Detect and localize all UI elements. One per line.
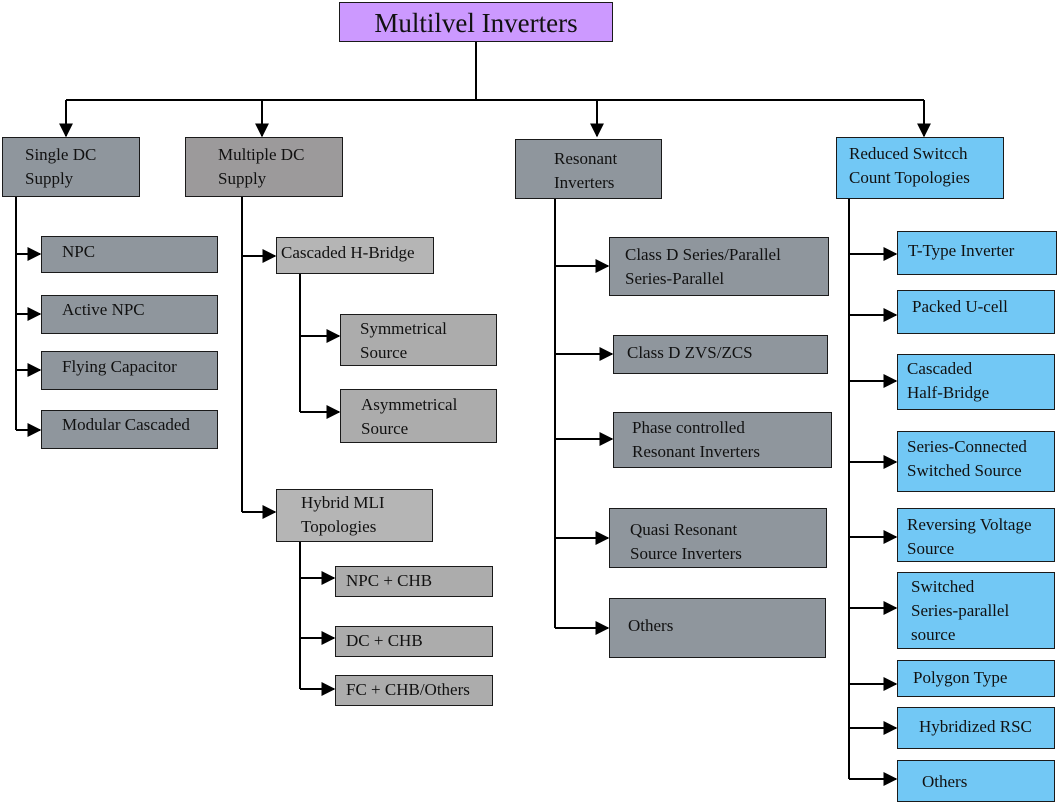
item-cascaded-half-bridge: Cascaded Half-Bridge [897, 354, 1055, 410]
title-box: Multilvel Inverters [339, 2, 613, 42]
category-single-dc-supply: Single DC Supply [2, 137, 140, 197]
item-label-line: Symmetrical [360, 319, 447, 338]
item-class-d-zvs-zcs: Class D ZVS/ZCS [613, 335, 828, 374]
item-label: FC + CHB/Others [346, 680, 470, 699]
category-resonant-inverters: Resonant Inverters [515, 139, 662, 199]
item-reversing-voltage-source: Reversing Voltage Source [897, 508, 1055, 562]
item-label-line: source [911, 625, 956, 644]
item-label-line: Hybridized RSC [919, 717, 1032, 736]
item-reduced-others: Others [897, 760, 1055, 802]
category-label-line: Resonant [554, 149, 618, 168]
category-label-line: Multiple DC [218, 145, 305, 164]
item-label-line: Reversing Voltage [907, 515, 1032, 534]
item-fc-chb-others: FC + CHB/Others [335, 675, 493, 706]
item-label-line: Series-Parallel [625, 269, 725, 288]
item-label-line: Resonant Inverters [632, 442, 760, 461]
item-label: DC + CHB [346, 631, 423, 650]
item-label: Active NPC [62, 300, 145, 319]
category-multiple-dc-supply: Multiple DC Supply [185, 137, 343, 197]
item-flying-capacitor: Flying Capacitor [41, 351, 218, 390]
item-resonant-others: Others [609, 598, 826, 658]
item-label-line: Series-parallel [911, 601, 1010, 620]
item-label-line: Packed U-cell [912, 297, 1008, 316]
item-symmetrical-source: Symmetrical Source [340, 314, 497, 366]
item-label-line: Cascaded [907, 359, 973, 378]
item-label-line: Others [628, 616, 674, 635]
item-label-line: Source [907, 539, 955, 558]
item-hybridized-rsc: Hybridized RSC [897, 707, 1055, 749]
item-label-line: T-Type Inverter [908, 241, 1015, 260]
item-phase-controlled-resonant: Phase controlled Resonant Inverters [613, 412, 832, 468]
item-label-line: Source [361, 419, 409, 438]
item-label-line: Phase controlled [632, 418, 745, 437]
item-label-line: Polygon Type [913, 668, 1008, 687]
subcategory-label: Cascaded H-Bridge [281, 243, 415, 262]
item-polygon-type: Polygon Type [897, 660, 1055, 697]
category-label-line: Inverters [554, 173, 615, 192]
item-switched-series-parallel-source: Switched Series-parallel source [897, 572, 1055, 649]
category-label-line: Single DC [25, 145, 97, 164]
item-label: Flying Capacitor [62, 357, 177, 376]
item-active-npc: Active NPC [41, 295, 218, 334]
item-label-line: Quasi Resonant [630, 520, 738, 539]
item-npc: NPC [41, 236, 218, 273]
item-label: NPC [62, 242, 96, 261]
item-label: NPC + CHB [346, 571, 433, 590]
item-label-line: Class D ZVS/ZCS [627, 343, 753, 362]
diagram-title: Multilvel Inverters [374, 8, 578, 38]
item-label-line: Switched Source [907, 461, 1022, 480]
item-t-type-inverter: T-Type Inverter [897, 231, 1057, 275]
item-dc-chb: DC + CHB [335, 626, 493, 657]
subcategory-cascaded-h-bridge: Cascaded H-Bridge [276, 237, 434, 274]
item-label-line: Class D Series/Parallel [625, 245, 781, 264]
subcategory-label-line: Topologies [301, 517, 377, 536]
category-label-line: Count Topologies [849, 168, 970, 187]
subcategory-hybrid-mli-topologies: Hybrid MLI Topologies [276, 489, 433, 542]
item-asymmetrical-source: Asymmetrical Source [340, 389, 497, 443]
subcategory-label-line: Hybrid MLI [301, 493, 385, 512]
item-class-d-series-parallel: Class D Series/Parallel Series-Parallel [609, 237, 829, 296]
item-label: Modular Cascaded [62, 415, 190, 434]
item-label-line: Switched [911, 577, 975, 596]
category-label-line: Supply [25, 169, 74, 188]
item-label-line: Source [360, 343, 408, 362]
item-label-line: Others [922, 772, 968, 791]
item-npc-chb: NPC + CHB [335, 566, 493, 597]
item-modular-cascaded: Modular Cascaded [41, 410, 218, 449]
item-packed-u-cell: Packed U-cell [897, 290, 1055, 334]
item-label-line: Asymmetrical [361, 395, 458, 414]
category-label-line: Supply [218, 169, 267, 188]
item-quasi-resonant-source: Quasi Resonant Source Inverters [609, 508, 827, 568]
item-label-line: Series-Connected [907, 437, 1027, 456]
category-label-line: Reduced Switcch [849, 144, 968, 163]
item-series-connected-switched-source: Series-Connected Switched Source [897, 431, 1055, 492]
item-label-line: Half-Bridge [907, 383, 990, 402]
item-label-line: Source Inverters [630, 544, 742, 563]
category-reduced-switch-count: Reduced Switcch Count Topologies [836, 137, 1004, 199]
